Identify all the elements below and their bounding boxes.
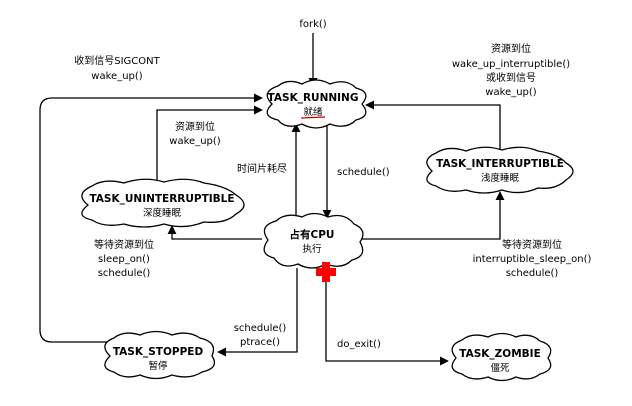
state-cpu: 占有CPU 执行 xyxy=(263,212,364,269)
ptrace-line-1: schedule() xyxy=(234,323,287,334)
sleep-on-arrow xyxy=(167,225,262,240)
interruptible-wake-arrow xyxy=(365,100,501,150)
interruptible-sleep-on-line-2: interruptible_sleep_on() xyxy=(473,254,592,265)
do-exit-label: do_exit() xyxy=(337,339,381,350)
wake-interruptible-line-3: 或收到信号 xyxy=(486,71,536,84)
task-interruptible-subtitle: 浅度睡眠 xyxy=(481,172,520,184)
state-task-running: TASK_RUNNING 就绪 xyxy=(266,79,367,129)
state-task-uninterruptible: TASK_UNINTERRUPTIBLE 深度睡眠 xyxy=(81,178,245,228)
state-task-zombie: TASK_ZOMBIE 僵死 xyxy=(451,332,552,382)
uninterruptible-wake-arrow xyxy=(156,105,263,182)
interruptible-sleep-on-arrow xyxy=(362,191,505,240)
sleep-on-line-3: schedule() xyxy=(98,268,151,279)
wake-uninterruptible-line-1: 资源到位 xyxy=(175,120,215,133)
ptrace-arrow xyxy=(217,268,298,357)
running-underline xyxy=(300,116,326,119)
wake-uninterruptible-label: 资源到位 wake_up() xyxy=(169,120,220,147)
cpu-subtitle: 执行 xyxy=(302,243,322,255)
wake-interruptible-line-2: wake_up_interruptible() xyxy=(452,59,570,70)
task-uninterruptible-title: TASK_UNINTERRUPTIBLE xyxy=(89,193,234,205)
schedule-label: schedule() xyxy=(337,167,390,178)
task-zombie-subtitle: 僵死 xyxy=(490,362,510,374)
wake-uninterruptible-line-2: wake_up() xyxy=(169,136,220,147)
timeslice-label: 时间片耗尽 xyxy=(237,162,287,175)
task-stopped-title: TASK_STOPPED xyxy=(113,346,204,358)
red-cross-icon xyxy=(316,262,336,282)
task-running-title: TASK_RUNNING xyxy=(268,92,359,104)
task-stopped-subtitle: 暂停 xyxy=(148,360,168,372)
state-task-stopped: TASK_STOPPED 暂停 xyxy=(104,330,216,380)
task-zombie-title: TASK_ZOMBIE xyxy=(459,348,541,360)
sigcont-label-line-2: wake_up() xyxy=(91,71,142,82)
interruptible-sleep-on-label: 等待资源到位 interruptible_sleep_on() schedule… xyxy=(473,238,592,279)
sigcont-label: 收到信号SIGCONT wake_up() xyxy=(74,54,160,82)
interruptible-sleep-on-line-3: schedule() xyxy=(506,268,559,279)
wake-interruptible-line-4: wake_up() xyxy=(485,87,536,98)
do-exit-arrow xyxy=(325,278,449,366)
sleep-on-line-1: 等待资源到位 xyxy=(94,238,154,251)
wake-interruptible-line-1: 资源到位 xyxy=(491,42,531,55)
sleep-on-line-2: sleep_on() xyxy=(98,254,150,265)
task-uninterruptible-subtitle: 深度睡眠 xyxy=(143,207,182,219)
sigcont-arrow xyxy=(39,93,263,343)
fork-label: fork() xyxy=(299,19,326,30)
ptrace-line-2: ptrace() xyxy=(240,337,280,348)
task-interruptible-title: TASK_INTERRUPTIBLE xyxy=(436,158,564,170)
state-task-interruptible: TASK_INTERRUPTIBLE 浅度睡眠 xyxy=(426,146,574,194)
task-running-subtitle: 就绪 xyxy=(303,106,323,118)
cpu-title: 占有CPU xyxy=(290,228,335,241)
wake-interruptible-label: 资源到位 wake_up_interruptible() 或收到信号 wake_… xyxy=(452,42,570,98)
interruptible-sleep-on-line-1: 等待资源到位 xyxy=(502,238,562,251)
sigcont-label-line-1: 收到信号SIGCONT xyxy=(74,54,160,67)
ptrace-label: schedule() ptrace() xyxy=(234,323,287,348)
sleep-on-label: 等待资源到位 sleep_on() schedule() xyxy=(94,238,154,279)
